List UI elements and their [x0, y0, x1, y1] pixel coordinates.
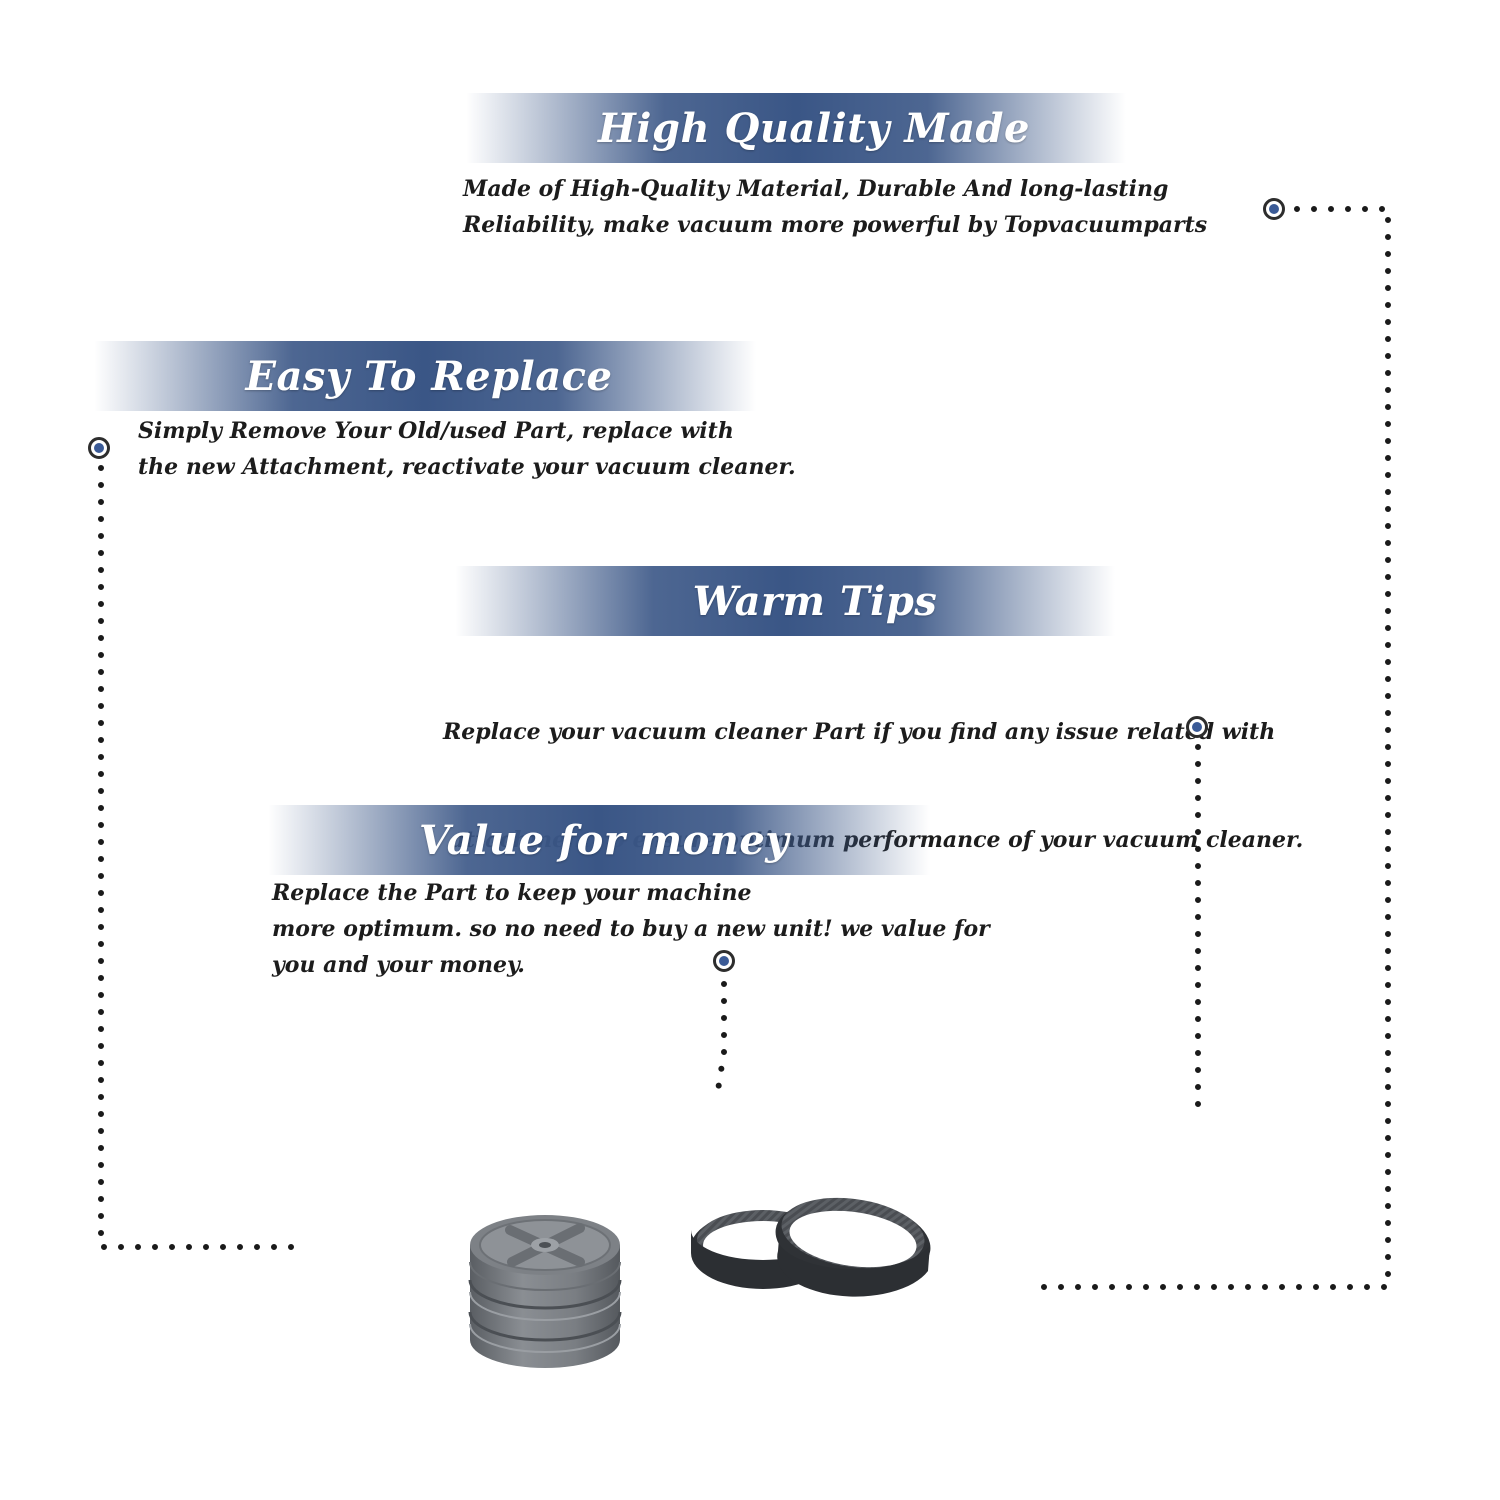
- desc-value-money: Replace the Part to keep your machine mo…: [272, 880, 990, 978]
- desc-high-quality: Made of High-Quality Material, Durable A…: [463, 176, 1208, 238]
- banner-easy-replace: Easy To Replace: [94, 341, 756, 411]
- banner-value-money: Value for money: [268, 805, 930, 875]
- marker-warm-tips: [1186, 716, 1208, 738]
- connector-value-money: [715, 981, 727, 1093]
- marker-value-money: [713, 950, 735, 972]
- marker-easy-replace: [88, 437, 110, 459]
- gray-pulley-icon: [468, 1215, 622, 1368]
- banner-high-quality: High Quality Made: [466, 93, 1126, 163]
- marker-high-quality: [1263, 198, 1285, 220]
- banner-warm-tips: Warm Tips: [455, 566, 1115, 636]
- desc-easy-replace: Simply Remove Your Old/used Part, replac…: [138, 418, 796, 480]
- connector-easy-replace: [98, 465, 299, 1250]
- belt-pair-icon: [691, 1197, 931, 1297]
- connector-high-quality: [1033, 206, 1391, 1290]
